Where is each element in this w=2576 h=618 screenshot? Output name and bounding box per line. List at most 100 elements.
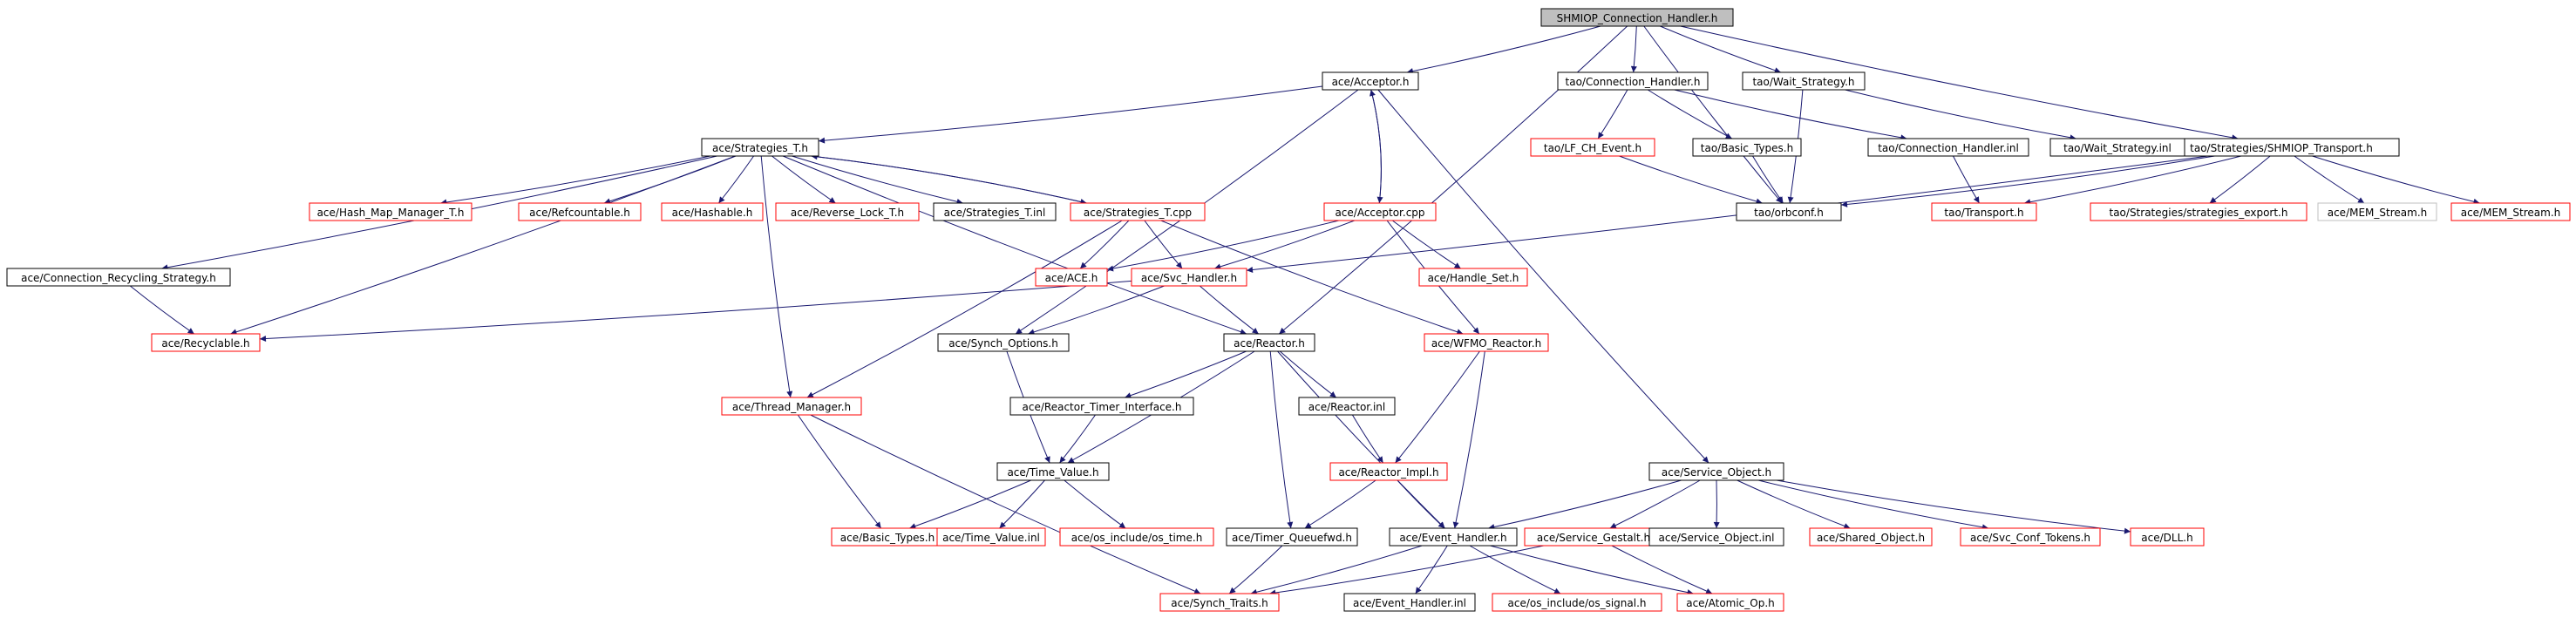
node-label: ace/Acceptor.h [1332, 76, 1410, 88]
node-box [2317, 202, 2437, 221]
node-service-gestalt-h[interactable]: ace/Service_Gestalt.h [1524, 527, 1663, 547]
node-mem-stream-h-red[interactable]: ace/MEM_Stream.h [2450, 202, 2571, 221]
edge-acceptor_cpp-to-acceptor_h [1370, 89, 1382, 204]
edge-time_value_h-to-ace_basic_types_h [909, 479, 1031, 529]
node-service-object-h[interactable]: ace/Service_Object.h [1648, 462, 1784, 481]
node-hash-map-manager-t-h[interactable]: ace/Hash_Map_Manager_T.h [309, 202, 472, 221]
edge-service_object_h-to-service_gestalt_h [1609, 479, 1701, 529]
edge-time_value_h-to-time_value_inl [999, 479, 1045, 529]
node-reactor-h[interactable]: ace/Reactor.h [1223, 333, 1315, 352]
node-label: ace/MEM_Stream.h [2461, 207, 2561, 219]
edge-shmiop_transport_h-to-mem_stream_h_grey [2294, 155, 2365, 204]
node-atomic-op-h[interactable]: ace/Atomic_Op.h [1676, 593, 1784, 612]
node-event-handler-h[interactable]: ace/Event_Handler.h [1389, 527, 1518, 547]
edge-strategies_t_h-to-reverse_lock_t_h [771, 155, 836, 204]
node-box [933, 202, 1057, 221]
node-time-value-h[interactable]: ace/Time_Value.h [996, 462, 1110, 481]
node-label: ace/Thread_Manager.h [732, 401, 851, 413]
edge-time_value_h-to-os_time_h [1064, 479, 1126, 529]
node-conn-recycling-strategy-h[interactable]: ace/Connection_Recycling_Strategy.h [6, 268, 231, 287]
node-reactor-timer-interface-h[interactable]: ace/Reactor_Timer_Interface.h [1009, 397, 1194, 416]
node-root[interactable]: SHMIOP_Connection_Handler.h [1540, 8, 1734, 27]
node-thread-manager-h[interactable]: ace/Thread_Manager.h [721, 397, 862, 416]
edge-svc_handler_h-to-synch_options_h [1028, 285, 1165, 336]
node-box [1960, 527, 2101, 547]
edge-shmiop_transport_h-to-svc_handler_h [1246, 155, 2208, 273]
node-lf-ch-event-h[interactable]: tao/LF_CH_Event.h [1530, 138, 1655, 157]
edge-service_object_h-to-dll_h [1776, 479, 2131, 534]
node-os-signal-h[interactable]: ace/os_include/os_signal.h [1492, 593, 1662, 612]
dependency-edges [129, 25, 2480, 596]
node-svc-conf-tokens-h[interactable]: ace/Svc_Conf_Tokens.h [1960, 527, 2101, 547]
node-label: ace/Synch_Options.h [948, 337, 1058, 350]
node-label: ace/Reactor_Impl.h [1338, 466, 1438, 479]
node-strategies-t-inl[interactable]: ace/Strategies_T.inl [933, 202, 1057, 221]
node-tao-transport-h[interactable]: tao/Transport.h [1931, 202, 2037, 221]
node-synch-options-h[interactable]: ace/Synch_Options.h [937, 333, 1070, 352]
node-ace-basic-types-h[interactable]: ace/Basic_Types.h [831, 527, 944, 547]
node-box [2090, 202, 2308, 221]
node-tao-wait-strategy-h[interactable]: tao/Wait_Strategy.h [1742, 71, 1866, 91]
edge-tao_wait_strategy_h-to-tao_wait_strategy_inl [1845, 89, 2076, 141]
edge-event_handler_h-to-atomic_op_h [1490, 545, 1694, 596]
node-dll-h[interactable]: ace/DLL.h [2130, 527, 2205, 547]
edge-acceptor_h-to-acceptor_cpp [1370, 89, 1383, 204]
node-ace-h[interactable]: ace/ACE.h [1035, 268, 1108, 287]
node-shmiop-transport-h[interactable]: tao/Strategies/SHMIOP_Transport.h [2163, 138, 2400, 157]
node-time-value-inl[interactable]: ace/Time_Value.inl [936, 527, 1046, 547]
node-hashable-h[interactable]: ace/Hashable.h [661, 202, 764, 221]
node-acceptor-h[interactable]: ace/Acceptor.h [1322, 71, 1419, 91]
node-timer-queuefwd-h[interactable]: ace/Timer_Queuefwd.h [1226, 527, 1358, 547]
edge-wfmo_reactor_h-to-reactor_impl_h [1395, 350, 1480, 464]
node-tao-wait-strategy-inl[interactable]: tao/Wait_Strategy.inl [2049, 138, 2185, 157]
edge-root-to-tao_orbconf_h [1643, 25, 1783, 204]
node-box [1492, 593, 1662, 612]
edge-acceptor_h-to-strategies_t_h [818, 85, 1323, 144]
node-box [1322, 71, 1419, 91]
edge-conn_recycling_strategy_h-to-recyclable_h [129, 285, 194, 335]
node-tao-conn-handler-inl[interactable]: tao/Connection_Handler.inl [1867, 138, 2029, 157]
node-label: ace/DLL.h [2141, 532, 2192, 544]
node-label: ace/Reactor_Timer_Interface.h [1023, 401, 1182, 413]
edge-service_gestalt_h-to-synch_traits_h [1269, 545, 1544, 596]
node-handle-set-h[interactable]: ace/Handle_Set.h [1418, 268, 1528, 287]
node-shared-object-h[interactable]: ace/Shared_Object.h [1809, 527, 1933, 547]
node-tao-conn-handler-h[interactable]: tao/Connection_Handler.h [1557, 71, 1709, 91]
node-strategies-export-h[interactable]: tao/Strategies/strategies_export.h [2090, 202, 2308, 221]
edge-shmiop_transport_h-to-mem_stream_h_red [2312, 155, 2480, 205]
node-label: tao/Connection_Handler.h [1566, 76, 1701, 88]
node-synch-traits-h[interactable]: ace/Synch_Traits.h [1159, 593, 1280, 612]
node-strategies-t-cpp[interactable]: ace/Strategies_T.cpp [1070, 202, 1206, 221]
node-strategies-t-h[interactable]: ace/Strategies_T.h [701, 138, 819, 157]
node-event-handler-inl[interactable]: ace/Event_Handler.inl [1343, 593, 1476, 612]
edge-shmiop_transport_h-to-tao_orbconf_h [1840, 155, 2215, 207]
node-box [1389, 527, 1518, 547]
node-tao-orbconf-h[interactable]: tao/orbconf.h [1736, 202, 1842, 221]
node-mem-stream-h-grey[interactable]: ace/MEM_Stream.h [2317, 202, 2437, 221]
node-wfmo-reactor-h[interactable]: ace/WFMO_Reactor.h [1424, 333, 1549, 352]
edge-root-to-tao_wait_strategy_h [1660, 25, 1781, 74]
node-reactor-inl[interactable]: ace/Reactor.inl [1298, 397, 1396, 416]
node-recyclable-h[interactable]: ace/Recyclable.h [151, 333, 261, 352]
node-tao-basic-types-h[interactable]: tao/Basic_Types.h [1692, 138, 1802, 157]
node-service-object-inl[interactable]: ace/Service_Object.inl [1648, 527, 1784, 547]
edge-acceptor_cpp-to-handle_set_h [1391, 220, 1461, 269]
node-box [996, 462, 1110, 481]
edge-strategies_t_cpp-to-thread_manager_h [806, 220, 1123, 398]
node-svc-handler-h[interactable]: ace/Svc_Handler.h [1131, 268, 1247, 287]
node-label: tao/orbconf.h [1754, 207, 1824, 219]
node-refcountable-h[interactable]: ace/Refcountable.h [518, 202, 642, 221]
node-acceptor-cpp[interactable]: ace/Acceptor.cpp [1323, 202, 1437, 221]
node-reactor-impl-h[interactable]: ace/Reactor_Impl.h [1329, 462, 1448, 481]
node-label: ace/Hash_Map_Manager_T.h [317, 207, 465, 219]
node-reverse-lock-t-h[interactable]: ace/Reverse_Lock_T.h [775, 202, 920, 221]
node-label: ace/Reverse_Lock_T.h [791, 207, 904, 219]
node-os-time-h[interactable]: ace/os_include/os_time.h [1059, 527, 1214, 547]
edge-tao_conn_handler_h-to-lf_ch_event_h [1597, 89, 1628, 139]
node-label: ace/os_include/os_time.h [1071, 532, 1203, 544]
node-box [1648, 462, 1784, 481]
edge-wfmo_reactor_h-to-event_handler_h [1452, 350, 1485, 529]
node-label: ace/os_include/os_signal.h [1508, 597, 1647, 609]
edge-event_handler_h-to-event_handler_inl [1415, 545, 1448, 594]
node-label: ace/Strategies_T.h [712, 142, 808, 154]
